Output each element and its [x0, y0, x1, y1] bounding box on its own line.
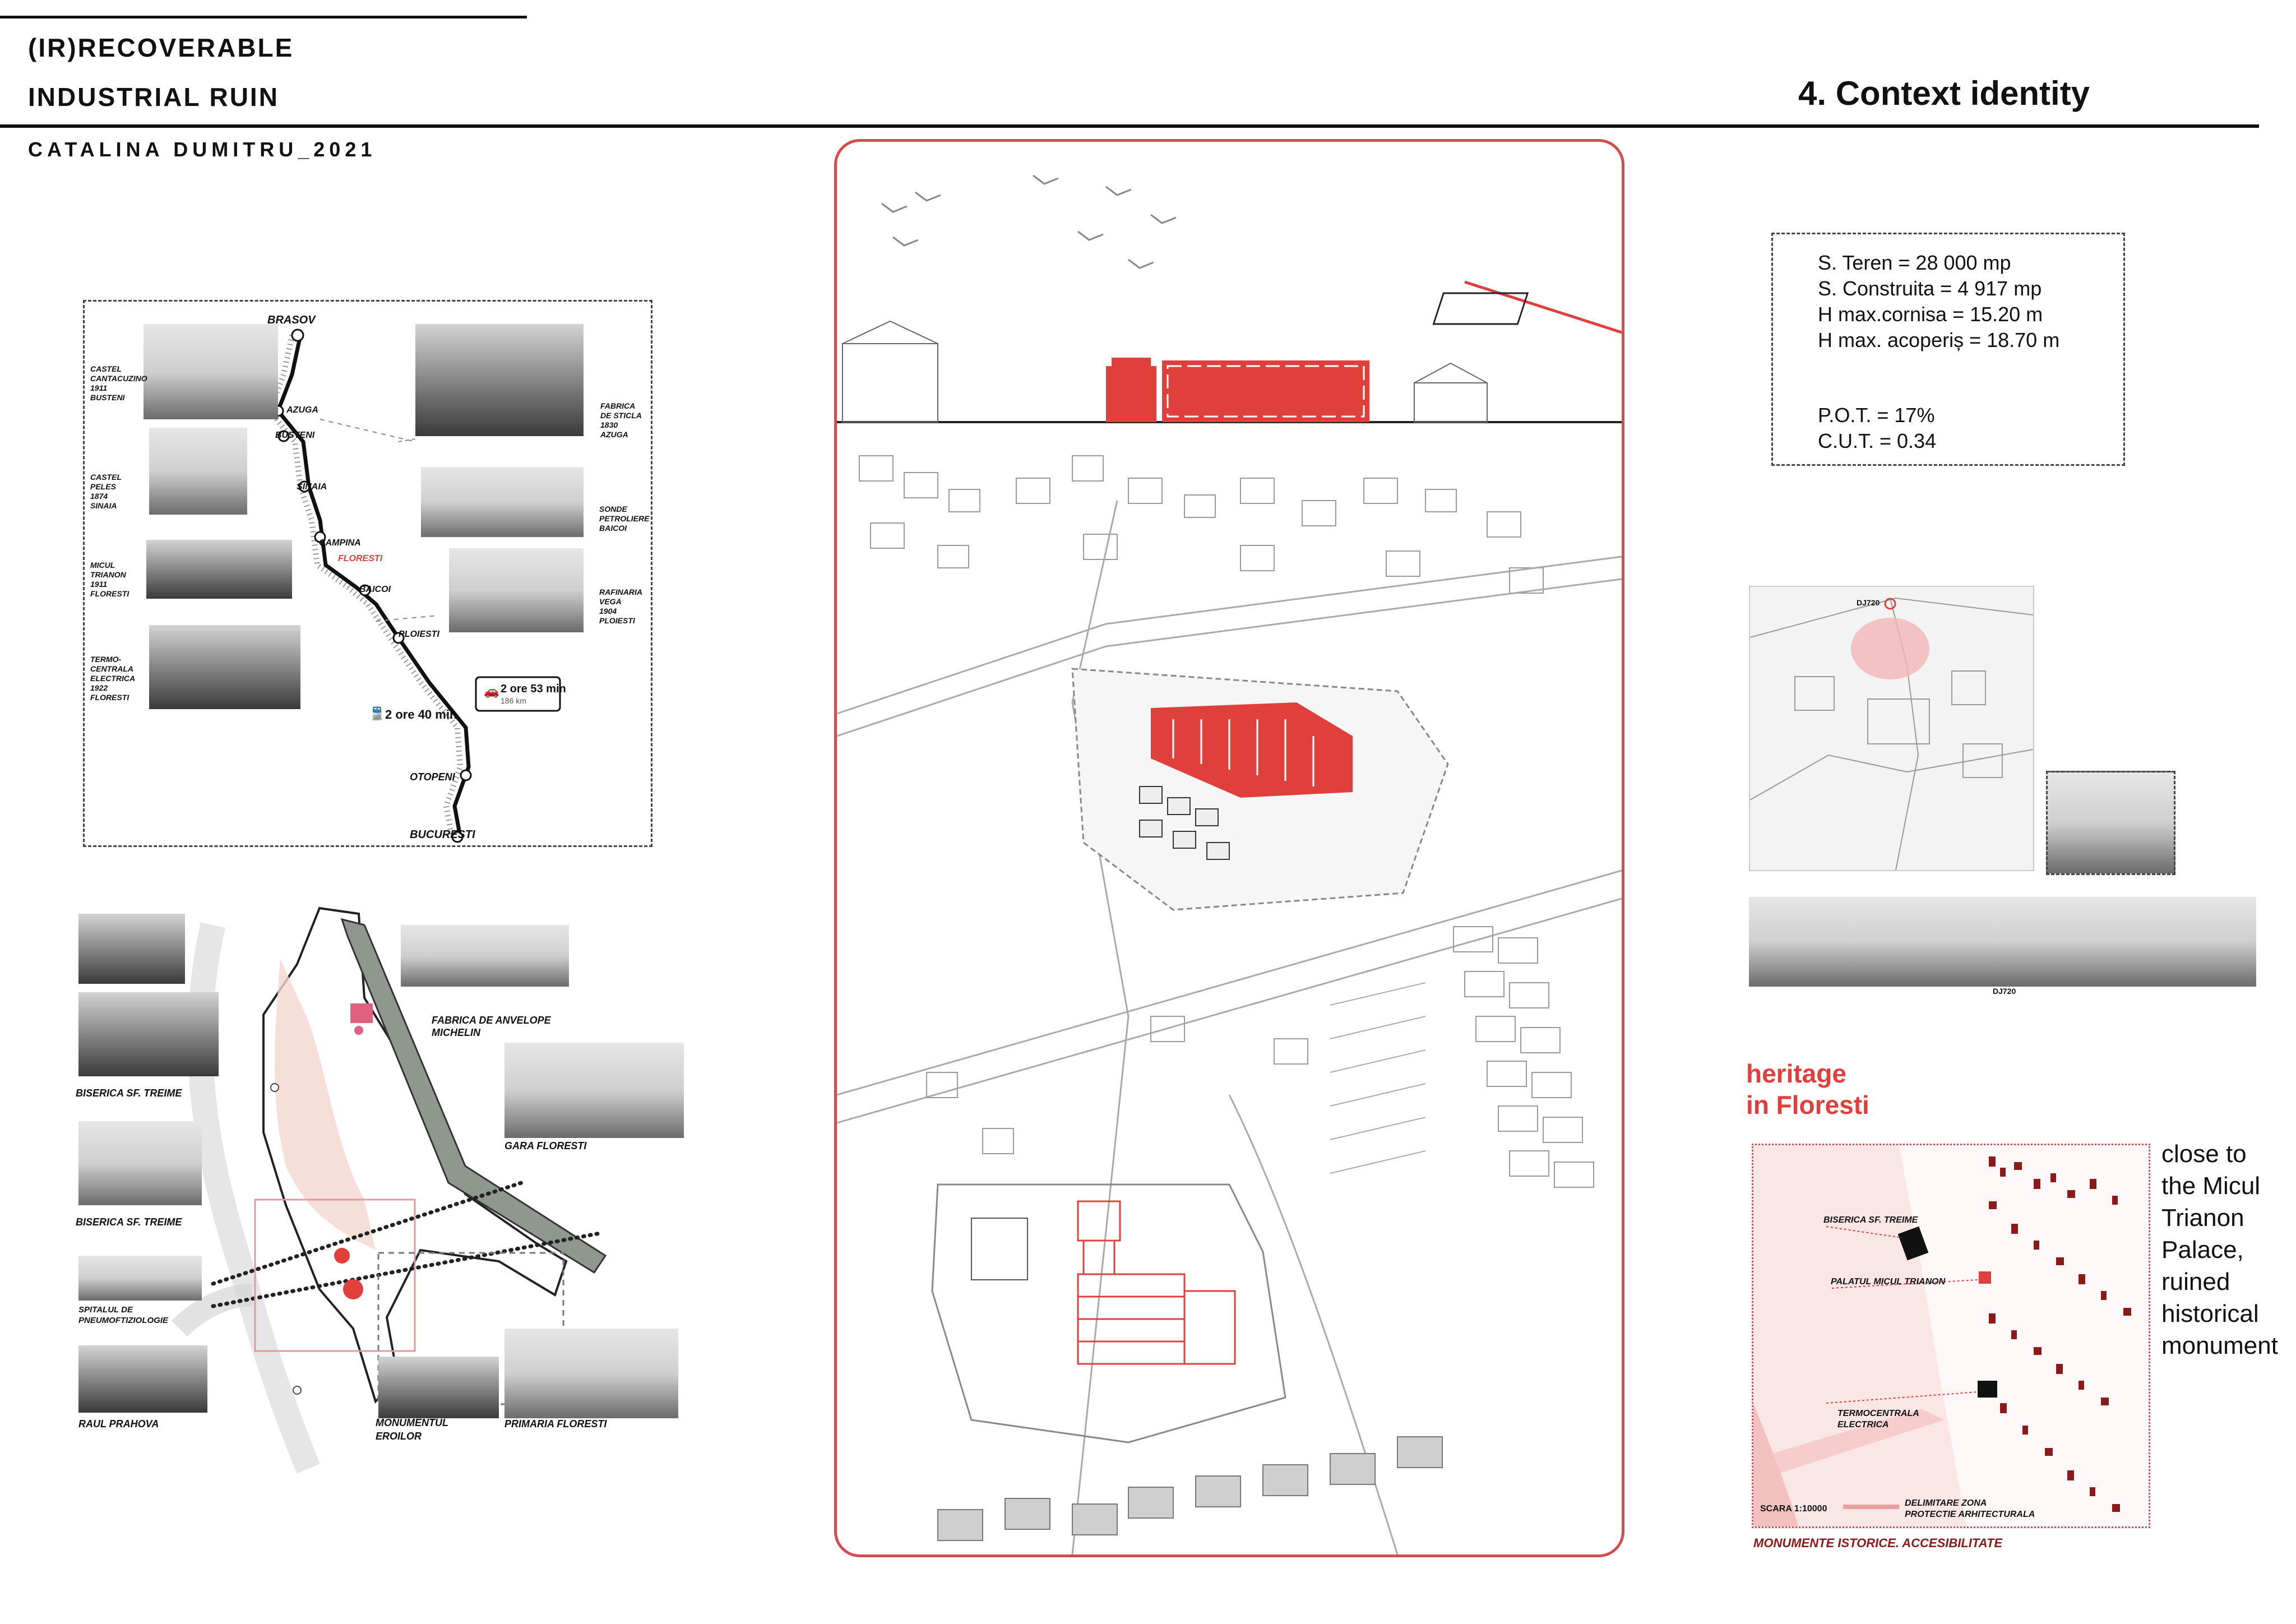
title-line-1: (IR)RECOVERABLE	[28, 33, 294, 62]
route-map-panel: BRASOV AZUGA BUSTENI SINAIA CAMPINA FLOR…	[83, 300, 652, 847]
train-time: 2 ore 40 min	[385, 707, 457, 721]
header-top-rule	[0, 16, 527, 18]
heritage-title-line-2: in Floresti	[1746, 1090, 1869, 1119]
station-label-floresti: FLORESTI	[338, 554, 383, 563]
header-main-rule	[0, 124, 2259, 128]
photo-site-panorama	[1749, 897, 2256, 987]
photo-spital	[78, 1256, 202, 1301]
photo-biserica-1	[78, 914, 185, 984]
station-label: CAMPINA	[319, 538, 361, 548]
site-data-hcornisa: H max.cornisa = 15.20 m	[1818, 303, 2043, 326]
station-label: SINAIA	[297, 482, 327, 492]
heritage-label-termocentrala-1: TERMOCENTRALA	[1837, 1409, 1919, 1418]
train-icon: 🚆	[369, 706, 385, 720]
station-label: BUCURESTI	[410, 829, 475, 841]
heritage-label-biserica: BISERICA SF. TREIME	[1823, 1215, 1918, 1225]
photo-castel-peles	[149, 428, 247, 515]
heritage-caption: MONUMENTE ISTORICE. ACCESIBILITATE	[1753, 1536, 2003, 1550]
site-data-construita: S. Construita = 4 917 mp	[1818, 277, 2042, 300]
location-map: DJ720	[1749, 586, 2034, 871]
label-michelin-1: FABRICA DE ANVELOPE	[432, 1015, 551, 1026]
photo-gara	[504, 1043, 684, 1138]
axonometric-panel	[834, 139, 1624, 1557]
title-line-2: INDUSTRIAL RUIN	[28, 82, 279, 112]
heritage-label-delimitare-1: DELIMITARE ZONA	[1905, 1498, 1987, 1508]
station-label: PLOIESTI	[399, 630, 439, 639]
label-primaria: PRIMARIA FLORESTI	[504, 1418, 607, 1429]
heritage-map: BISERICA SF. TREIME PALATUL MICUL TRIANO…	[1752, 1144, 2150, 1528]
heritage-scale: SCARA 1:10000	[1760, 1504, 1827, 1514]
photo-fabrica-sticla	[415, 324, 584, 436]
label-biserica-1: BISERICA SF. TREIME	[76, 1088, 182, 1099]
heritage-side-text: close to the Micul Trianon Palace, ruine…	[2161, 1140, 2278, 1359]
photo-biserica-2	[78, 992, 219, 1076]
photo-rafinaria-vega	[449, 548, 584, 632]
car-icon: 🚗	[484, 684, 499, 698]
site-data-box: S. Teren = 28 000 mp S. Construita = 4 9…	[1771, 233, 2125, 466]
photo-michelin	[401, 925, 569, 987]
site-data-pot: P.O.T. = 17%	[1818, 404, 1935, 427]
photo-site-detail	[2046, 771, 2175, 875]
site-data-cut: C.U.T. = 0.34	[1818, 429, 1937, 452]
location-map-drawing	[1750, 597, 2033, 870]
station-label: AZUGA	[286, 405, 318, 415]
heritage-label-palatul: PALATUL MICUL TRIANON	[1831, 1277, 1946, 1287]
floresti-map: BISERICA SF. TREIME BISERICA SF. TREIME …	[73, 903, 689, 1474]
section-title: 4. Context identity	[1798, 75, 2090, 112]
label-monument-2: EROILOR	[376, 1431, 422, 1442]
road-label-top: DJ720	[1857, 598, 1880, 607]
site-data-ratios: P.O.T. = 17% C.U.T. = 0.34	[1818, 402, 1936, 454]
photo-raul-prahova	[78, 1345, 207, 1413]
route-line	[266, 328, 561, 843]
axonometric-drawing	[837, 174, 1622, 1554]
author-credit: CATALINA DUMITRU_2021	[28, 138, 377, 161]
label-raul-prahova: RAUL PRAHOVA	[78, 1418, 159, 1429]
station-label: BUSTENI	[275, 431, 315, 440]
heritage-label-delimitare-2: PROTECTIE ARHITECTURALA	[1905, 1510, 2035, 1519]
site-data-hacoperis: H max. acoperiș = 18.70 m	[1818, 328, 2060, 351]
heritage-map-drawing	[1753, 1145, 2149, 1526]
label-gara: GARA FLORESTI	[504, 1140, 587, 1151]
label-michelin-2: MICHELIN	[432, 1027, 480, 1038]
heritage-label-termocentrala-2: ELECTRICA	[1837, 1420, 1889, 1429]
label-monument-1: MONUMENTUL	[376, 1417, 448, 1428]
photo-monument	[378, 1357, 499, 1418]
photo-biserica-3	[78, 1121, 202, 1205]
site-data-teren: S. Teren = 28 000 mp	[1818, 251, 2011, 274]
photo-primaria	[504, 1329, 678, 1418]
car-distance: 186 km	[501, 696, 526, 705]
photo-sonde-petroliere	[421, 467, 584, 537]
site-data-lines: S. Teren = 28 000 mp S. Construita = 4 9…	[1818, 250, 2059, 353]
car-time: 2 ore 53 min	[501, 683, 566, 695]
heritage-title-line-1: heritage	[1746, 1059, 1846, 1088]
label-spital-2: PNEUMOFTIZIOLOGIE	[78, 1316, 168, 1325]
station-label: BRASOV	[267, 314, 316, 326]
station-label: BAICOI	[359, 585, 391, 594]
photo-termocentrala	[149, 625, 300, 709]
road-label-bottom: DJ720	[1993, 987, 2016, 996]
station-label: OTOPENI	[410, 771, 455, 783]
label-biserica-2: BISERICA SF. TREIME	[76, 1216, 182, 1228]
photo-castel-cantacuzino	[144, 324, 278, 419]
photo-micul-trianon	[146, 540, 292, 599]
label-spital-1: SPITALUL DE	[78, 1305, 133, 1315]
